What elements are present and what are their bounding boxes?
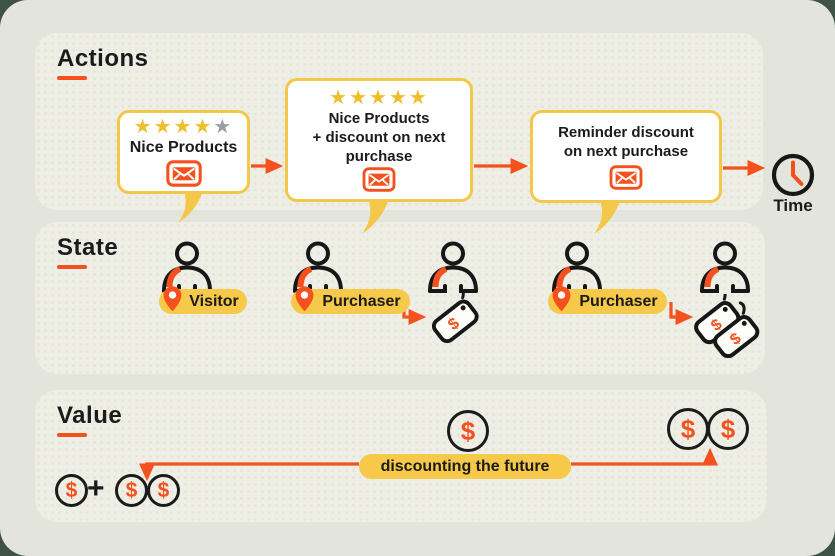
discounting-the-future-badge: discounting the future xyxy=(359,454,571,479)
message-bubble-1: ★★★★★ Nice Products xyxy=(117,110,250,194)
discounting-label: discounting the future xyxy=(380,457,550,475)
value-heading-label: Value xyxy=(57,402,123,429)
purchaser-badge-2: Purchaser xyxy=(548,286,667,314)
state-heading: State xyxy=(57,234,118,269)
dollar-coin-icon: $ xyxy=(707,408,749,450)
heading-underline xyxy=(57,433,87,437)
envelope-icon xyxy=(362,167,396,193)
bubble-text: Reminder discount on next purchase xyxy=(558,123,694,160)
double-price-tag-icon: $ $ xyxy=(694,294,760,358)
bubble-tail xyxy=(362,197,389,234)
message-bubble-2: ★★★★★ Nice Products + discount on next p… xyxy=(285,78,473,202)
bubble-tail xyxy=(594,199,620,234)
heading-underline xyxy=(57,76,87,80)
dollar-coin-icon: $ xyxy=(147,474,180,507)
purchaser-badge-1: Purchaser xyxy=(291,286,410,314)
star-filled-icon: ★ xyxy=(173,116,194,139)
star-filled-icon: ★ xyxy=(369,86,389,109)
dollar-coin-icon: $ xyxy=(667,408,709,450)
envelope-icon xyxy=(165,160,202,187)
star-rating: ★★★★★ xyxy=(134,117,234,137)
purchaser-badge-label: Purchaser xyxy=(322,292,401,310)
star-rating: ★★★★★ xyxy=(329,88,429,108)
person-icon-with-tags xyxy=(700,241,750,293)
visitor-badge-label: Visitor xyxy=(189,292,239,310)
purchaser-badge-label: Purchaser xyxy=(579,292,658,310)
dollar-coin-icon: $ xyxy=(55,474,88,507)
value-heading: Value xyxy=(57,402,122,437)
dollar-coin-icon: $ xyxy=(447,410,489,452)
bubble-text: Nice Products + discount on next purchas… xyxy=(312,109,446,166)
star-filled-icon: ★ xyxy=(329,86,350,109)
star-empty-icon: ★ xyxy=(213,116,234,139)
heading-underline xyxy=(57,265,87,269)
location-pin-icon xyxy=(552,286,571,312)
bubble-text: Nice Products xyxy=(129,139,238,157)
dollar-coin-icon: $ xyxy=(115,474,148,507)
state-heading-label: State xyxy=(57,234,119,261)
visitor-badge: Visitor xyxy=(159,286,247,314)
message-bubble-3: Reminder discount on next purchase xyxy=(530,110,722,203)
plus-sign: + xyxy=(87,472,105,505)
bubble-tail xyxy=(178,189,203,223)
price-tag-icon: $ xyxy=(431,292,479,344)
star-filled-icon: ★ xyxy=(349,86,370,109)
person-icon-with-tag xyxy=(428,241,478,293)
star-filled-icon: ★ xyxy=(388,86,409,109)
time-label: Time xyxy=(773,196,813,215)
star-filled-icon: ★ xyxy=(133,116,154,139)
actions-heading: Actions xyxy=(57,45,149,80)
envelope-icon xyxy=(609,165,643,190)
location-pin-icon xyxy=(163,286,182,312)
star-filled-icon: ★ xyxy=(153,116,174,139)
actions-heading-label: Actions xyxy=(57,45,149,72)
location-pin-icon xyxy=(295,286,314,312)
star-filled-icon: ★ xyxy=(408,86,429,109)
clock-icon xyxy=(771,153,815,197)
star-filled-icon: ★ xyxy=(193,116,214,139)
